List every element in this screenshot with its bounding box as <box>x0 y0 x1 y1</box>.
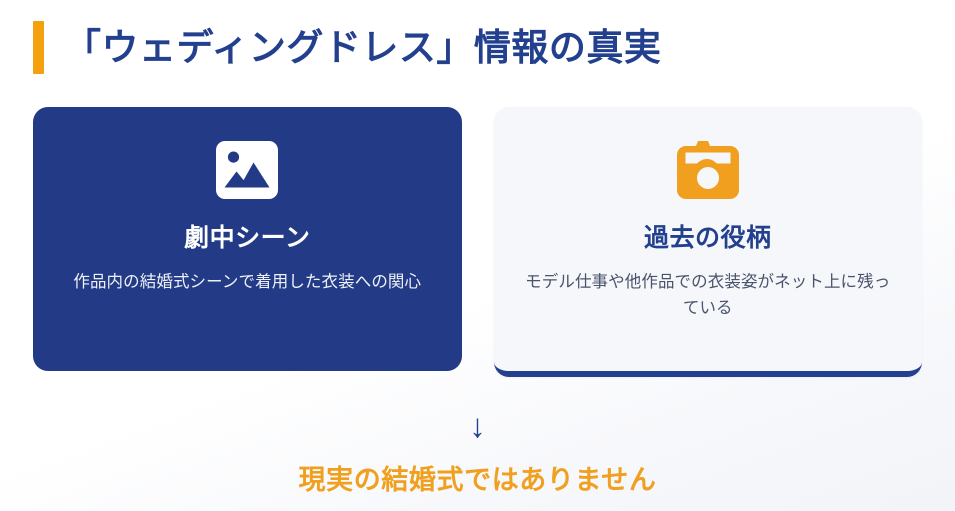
card-row: 劇中シーン 作品内の結婚式シーンで着用した衣装への関心 過去の役柄 モデル仕事や… <box>33 107 922 377</box>
camera-icon <box>676 141 739 199</box>
image-icon <box>216 141 279 199</box>
card-past-roles[interactable]: 過去の役柄 モデル仕事や他作品での衣装姿がネット上に残っている <box>493 107 922 377</box>
heading-accent-bar <box>33 20 44 74</box>
arrow-down-icon: ↓ <box>469 406 486 444</box>
page-title: 「ウェディングドレス」情報の真実 <box>64 26 662 68</box>
card-title: 過去の役柄 <box>643 224 772 252</box>
card-title: 劇中シーン <box>184 224 311 252</box>
conclusion-text: 現実の結婚式ではありません <box>298 465 657 495</box>
conclusion-block: ↓ 現実の結婚式ではありません <box>0 406 955 496</box>
page-heading: 「ウェディングドレス」情報の真実 <box>33 18 661 76</box>
card-description: 作品内の結婚式シーンで着用した衣装への関心 <box>73 272 422 291</box>
card-description: モデル仕事や他作品での衣装姿がネット上に残っている <box>525 272 891 318</box>
card-drama-scene[interactable]: 劇中シーン 作品内の結婚式シーンで着用した衣装への関心 <box>33 107 462 371</box>
